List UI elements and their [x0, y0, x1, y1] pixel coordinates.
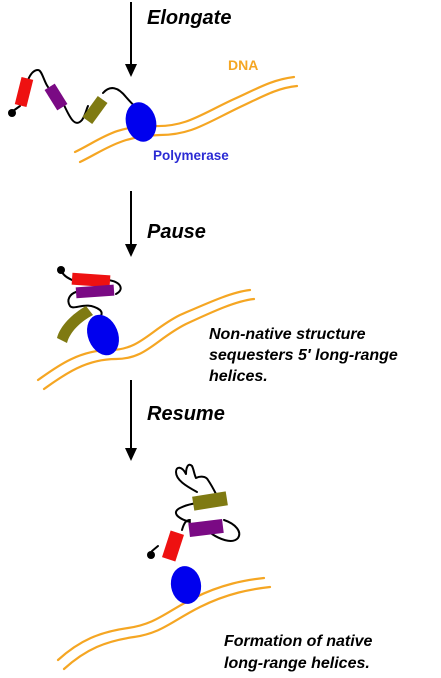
- rna-5prime-cap: [147, 551, 155, 559]
- rna-chain: [61, 271, 73, 281]
- rna-5prime-cap: [8, 109, 16, 117]
- rna-chain: [174, 502, 197, 523]
- dna-strand: [78, 84, 299, 164]
- caption-pause-line1: Non-native structure: [209, 326, 366, 343]
- caption-pause-line2: sequesters 5′ long-range: [209, 347, 398, 364]
- polymerase: [170, 566, 202, 604]
- polymerase: [87, 314, 119, 356]
- rna-loop: [175, 463, 217, 495]
- helix-olive: [192, 491, 228, 511]
- stage-resume: Resume Formation of native long-range he…: [56, 380, 373, 672]
- rna-chain: [151, 545, 159, 552]
- helix-purple: [75, 284, 115, 299]
- helix-purple: [44, 83, 68, 111]
- helix-red: [71, 272, 111, 288]
- caption-resume-line1: Formation of native: [224, 633, 373, 650]
- caption-pause-line3: helices.: [209, 368, 268, 385]
- polymerase-label: Polymerase: [153, 148, 229, 163]
- rna-chain: [181, 519, 191, 531]
- helix-purple: [188, 518, 224, 538]
- stage-pause: Pause Non-native structure sequesters 5′…: [36, 191, 398, 391]
- caption-resume-line2: long-range helices.: [224, 655, 370, 672]
- elongate-arrow-head: [125, 64, 137, 77]
- dna-strand: [42, 297, 256, 391]
- rna-chain: [27, 69, 49, 88]
- dna-strand: [56, 576, 266, 662]
- step-label-resume: Resume: [147, 403, 225, 425]
- dna-strand: [62, 585, 272, 671]
- stage-elongate: Elongate DNA Polymerase: [8, 2, 299, 164]
- rna-5prime-cap: [57, 266, 65, 274]
- dna-strand: [36, 288, 252, 382]
- resume-arrow-head: [125, 448, 137, 461]
- dna-strand: [73, 75, 296, 154]
- polymerase: [125, 102, 157, 142]
- step-label-pause: Pause: [147, 221, 206, 243]
- dna-label: DNA: [228, 57, 258, 73]
- rna-chain: [211, 519, 241, 542]
- helix-olive: [82, 95, 108, 125]
- rna-chain: [63, 104, 89, 124]
- pause-arrow-head: [125, 244, 137, 257]
- rna-chain: [107, 279, 122, 295]
- step-label-elongate: Elongate: [147, 7, 231, 29]
- helix-red: [162, 530, 184, 562]
- helix-olive-bent: [57, 306, 93, 343]
- helix-red: [14, 76, 34, 108]
